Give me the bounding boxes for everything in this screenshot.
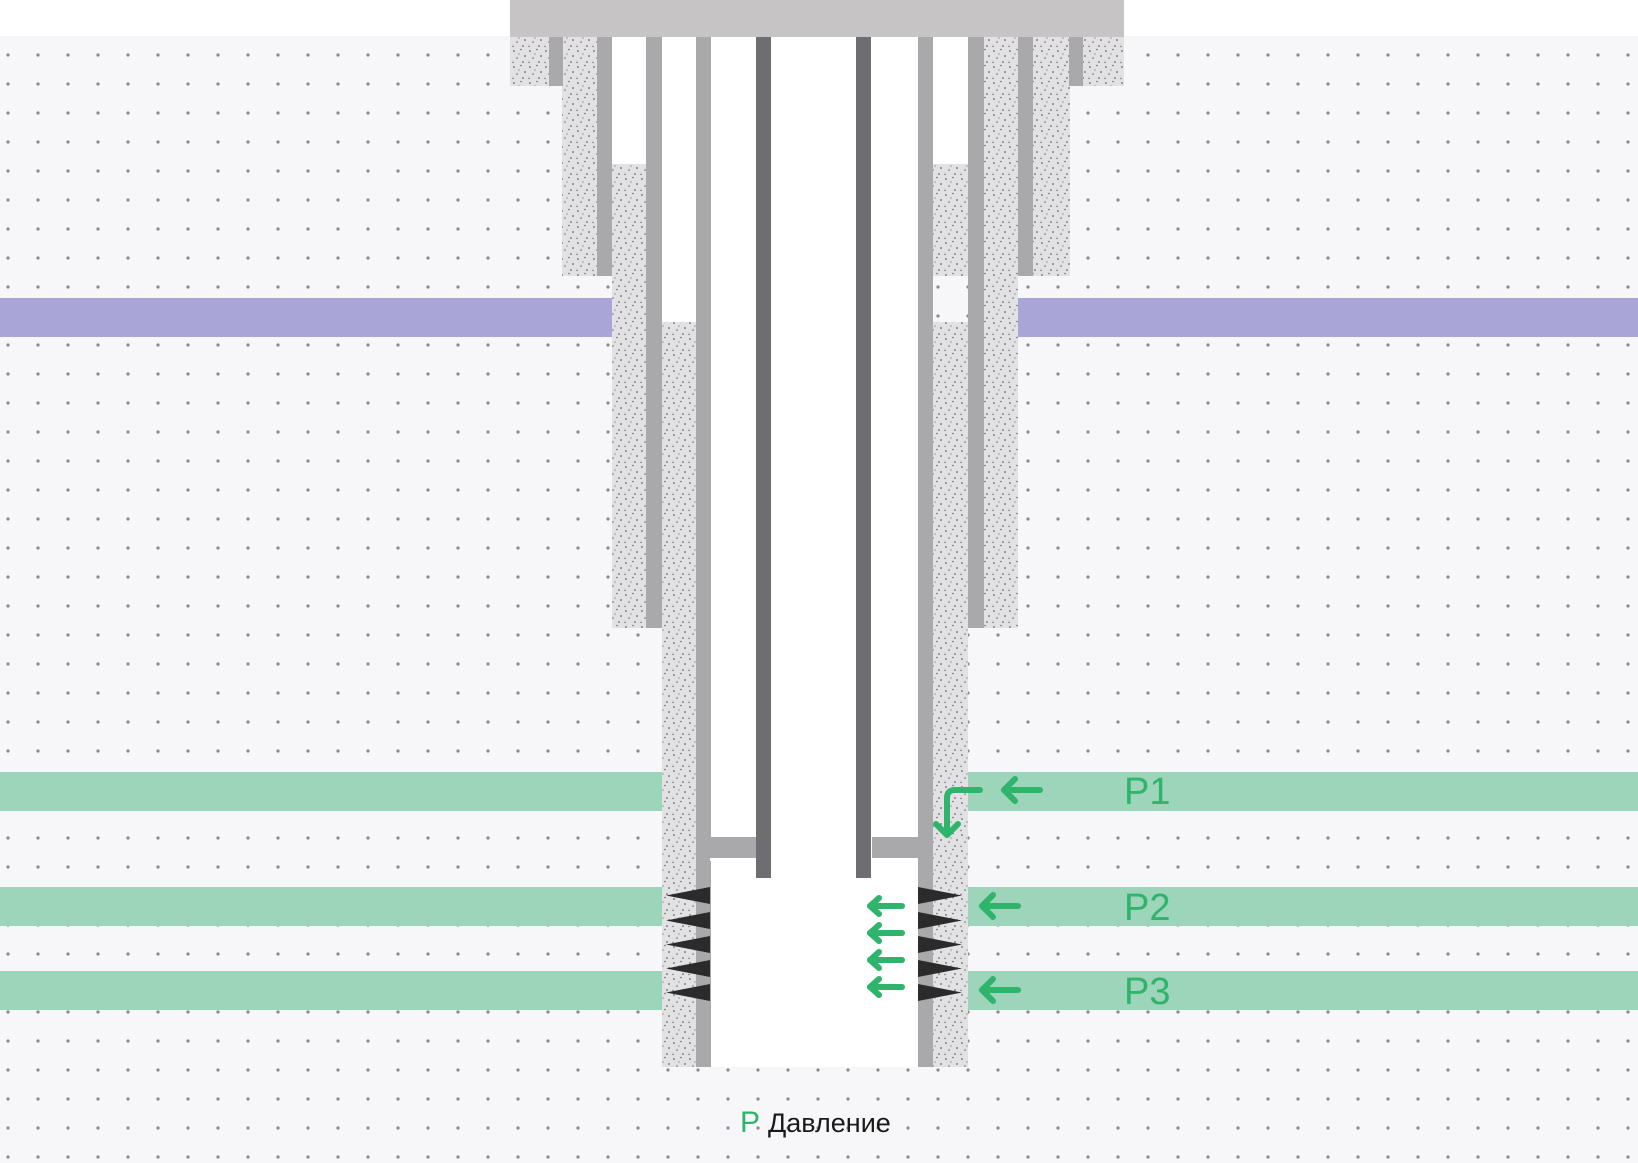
arrow-left-icon	[979, 892, 1021, 920]
wellbore-interior	[612, 36, 968, 164]
productive-zone-p2-left	[0, 887, 662, 926]
perforation-charge-icon	[666, 936, 710, 953]
perforations-left	[666, 887, 710, 1001]
wellhead-cap	[510, 0, 1124, 37]
productive-zone-p2-right	[968, 887, 1638, 926]
perforation-charge-icon	[918, 936, 962, 953]
packer-right	[872, 837, 918, 861]
perforation-charge-icon	[666, 984, 710, 1001]
intermediate-casing-right	[968, 36, 984, 628]
perforation-charge-icon	[918, 912, 962, 929]
arrow-left-icon	[867, 976, 905, 998]
intermediate-casing-left	[646, 36, 662, 628]
zone-label-p3: P3	[1124, 971, 1170, 1013]
arrow-left-icon	[867, 895, 905, 917]
perforation-charge-icon	[666, 960, 710, 977]
productive-zone-p1-left	[0, 772, 662, 811]
zone-label-p1: P1	[1124, 771, 1170, 813]
tubing-left	[756, 36, 771, 878]
surface-casing-left	[597, 36, 612, 276]
perforation-charge-icon	[666, 887, 710, 904]
arrow-left-icon	[867, 949, 905, 971]
aquitard-layer-left	[0, 298, 612, 337]
production-casing-left	[696, 36, 711, 1067]
packer-seal-left	[710, 858, 756, 861]
conductor-pipe-right	[1069, 36, 1083, 86]
aquitard-layer-right	[1018, 298, 1638, 337]
arrow-left-icon	[867, 922, 905, 944]
zone-label-p2: P2	[1124, 887, 1170, 929]
productive-zone-p1-right	[968, 772, 1638, 811]
arrow-bent-down-icon	[933, 787, 983, 838]
wellbore-interior	[710, 322, 918, 1067]
perforation-charge-icon	[666, 912, 710, 929]
perforations-right	[918, 887, 962, 1001]
legend: P Давление	[740, 1106, 891, 1139]
productive-zone-p3-right	[968, 971, 1638, 1010]
legend-symbol: P	[740, 1106, 760, 1139]
packer-seal-right	[872, 858, 918, 861]
packer-left	[710, 837, 756, 861]
productive-zone-p3-left	[0, 971, 662, 1010]
surface-casing-right	[1018, 36, 1033, 276]
conductor-pipe-left	[549, 36, 563, 86]
tubing-right	[856, 36, 871, 878]
arrow-left-icon	[979, 976, 1021, 1004]
perforation-charge-icon	[918, 960, 962, 977]
arrow-left-icon	[1001, 776, 1043, 804]
perforation-charge-icon	[918, 887, 962, 904]
production-casing-right	[918, 36, 933, 1067]
perforation-charge-icon	[918, 984, 962, 1001]
legend-text: Давление	[768, 1108, 891, 1138]
